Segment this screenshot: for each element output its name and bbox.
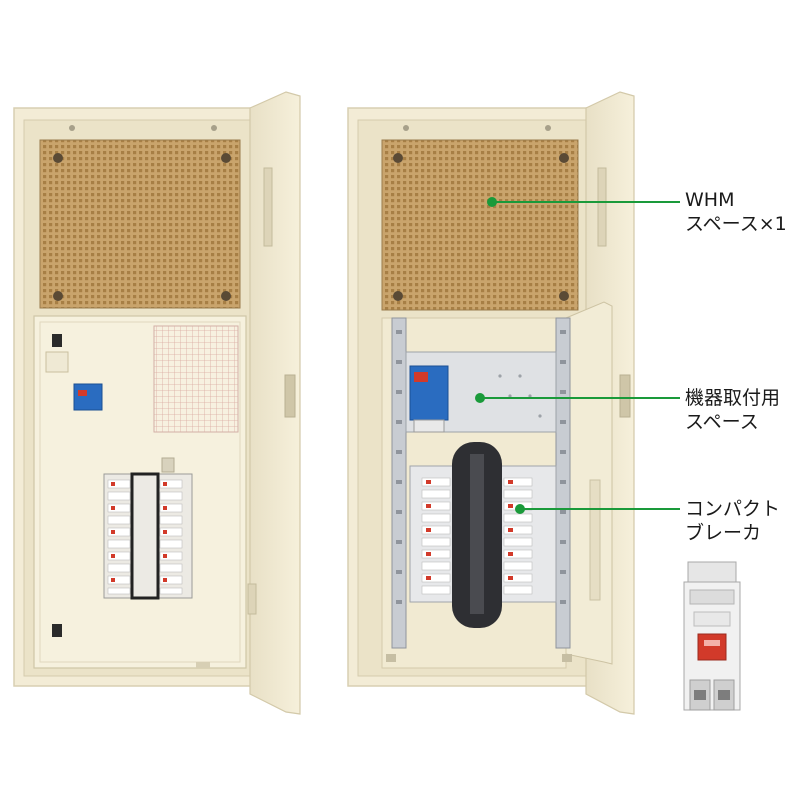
breaker-label-line1: コンパクト [685, 498, 781, 520]
right-breaker-rows [421, 477, 533, 595]
whm-label-line2: スペース×1 [685, 213, 787, 235]
left-panel-board [13, 91, 301, 715]
compact-breaker-product [683, 561, 741, 711]
equipment-label-line1: 機器取付用 [685, 387, 781, 409]
left-breaker-rows [107, 479, 183, 595]
breaker-label-line2: ブレーカ [685, 522, 762, 544]
right-panel-board [347, 91, 635, 715]
leader-line-whm [487, 197, 680, 207]
whm-space-label: WHM スペース×1 [685, 188, 787, 236]
whm-label-line1: WHM [685, 189, 735, 211]
equipment-space-label: 機器取付用 スペース [685, 386, 780, 434]
compact-breaker-label: コンパクト ブレーカ [685, 497, 780, 545]
leader-line-equipment [475, 393, 680, 403]
leader-line-breaker [515, 504, 680, 514]
equipment-label-line2: スペース [685, 411, 759, 433]
